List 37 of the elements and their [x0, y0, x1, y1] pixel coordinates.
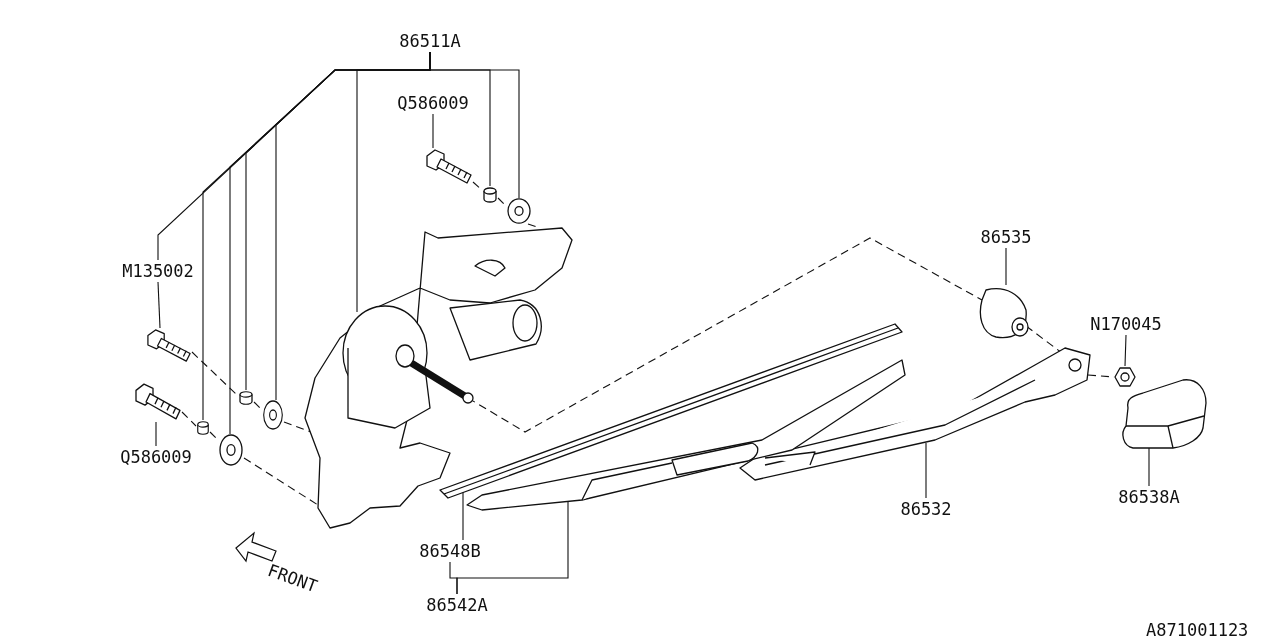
leader-line: [157, 51, 431, 261]
part-number: 86511A: [399, 30, 461, 52]
part-number: N170045: [1090, 313, 1162, 335]
nut-drawing: [1114, 366, 1136, 388]
assembly-line: [497, 197, 507, 207]
part-number: 86542A: [426, 594, 488, 616]
part-number: Q586009: [397, 92, 469, 114]
leader-line: [1124, 334, 1127, 367]
grommet-drawing: [482, 186, 498, 204]
assembly-line: [253, 401, 263, 411]
part-number: 86535: [980, 226, 1032, 248]
assembly-line: [181, 411, 197, 427]
grommet-drawing: [238, 390, 254, 406]
leader-line: [157, 281, 161, 329]
leader-line: [1005, 247, 1007, 286]
washer-drawing: [262, 400, 284, 430]
direction-label: FRONT: [265, 560, 321, 597]
leader-line: [1148, 447, 1150, 487]
part-number: 86538A: [1118, 486, 1180, 508]
part-number: 86548B: [419, 540, 481, 562]
leader-line: [449, 561, 458, 595]
grommet-drawing: [196, 420, 210, 436]
leader-line: [155, 421, 157, 447]
assembly-line: [209, 431, 219, 441]
leader-line: [432, 113, 434, 149]
assembly-line: [243, 457, 319, 506]
leader-line: [925, 442, 927, 499]
bolt-drawing: [146, 328, 192, 364]
bolt-drawing: [425, 148, 473, 186]
washer-drawing: [218, 434, 244, 466]
part-number: M135002: [122, 260, 194, 282]
part-number: Q586009: [120, 446, 192, 468]
part-number: 86532: [900, 498, 952, 520]
diagram-number: A871001123: [1146, 620, 1249, 640]
bolt-drawing: [134, 382, 182, 422]
washer-drawing: [506, 198, 532, 224]
assembly-line: [283, 421, 312, 433]
